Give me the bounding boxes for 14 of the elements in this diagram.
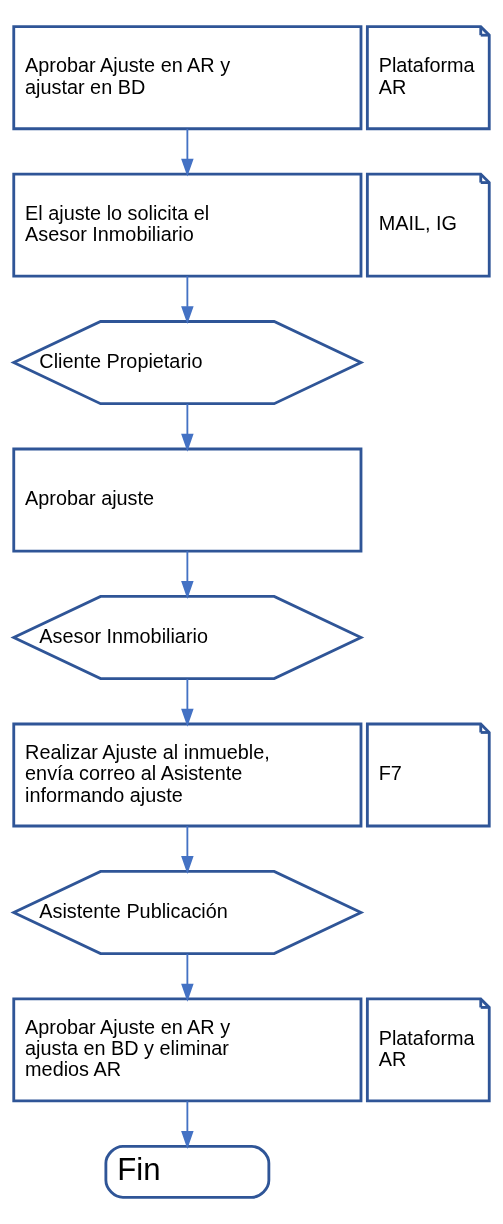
arrow: [181, 275, 194, 325]
arrow: [181, 1100, 194, 1149]
arrow: [181, 953, 194, 1002]
node-box: Aprobar ajuste: [12, 447, 363, 553]
arrow: [181, 127, 194, 177]
arrow: [181, 825, 194, 874]
arrow: [181, 678, 194, 727]
node-box: El ajuste lo solicita el Asesor Inmobiliario: [12, 172, 363, 278]
node-box: Aprobar Ajuste en AR y ajustar en BD: [12, 25, 363, 131]
node-box: Aprobar Ajuste en AR y ajusta en BD y eliminar medios AR: [12, 997, 363, 1103]
node-box: Fin: [104, 1144, 271, 1199]
node-box: Realizar Ajuste al inmueble, envía correo al Asistente informando ajuste: [12, 722, 363, 828]
arrow: [181, 550, 194, 599]
arrow: [181, 403, 194, 452]
